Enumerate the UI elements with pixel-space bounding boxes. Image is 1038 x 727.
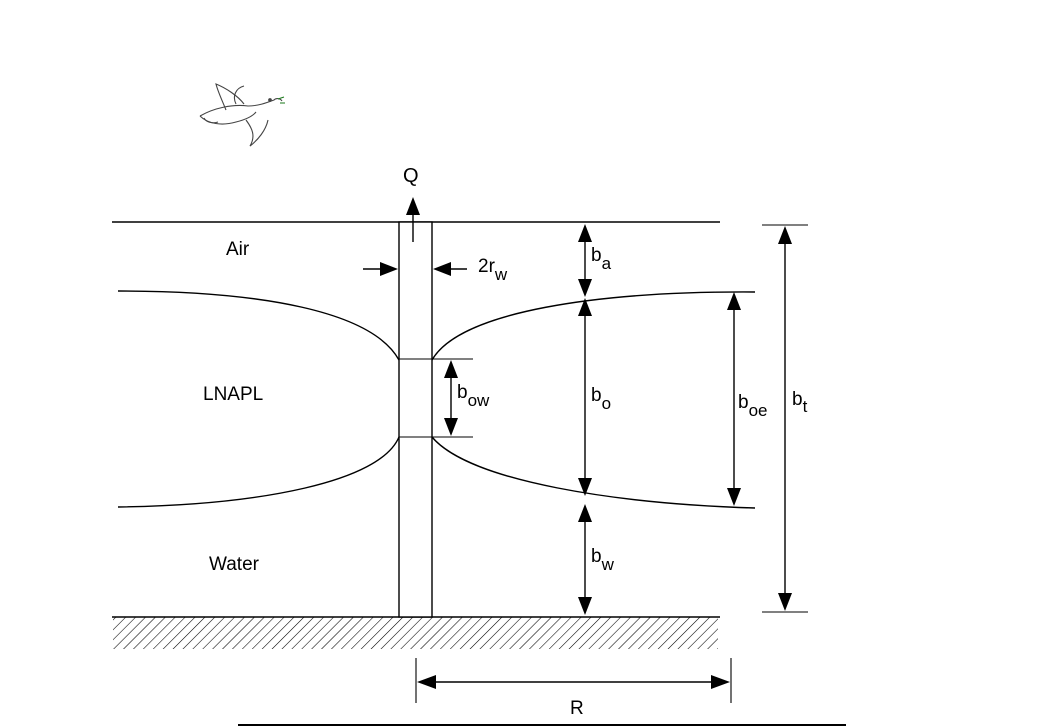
well-diameter-arrows <box>363 262 467 276</box>
lnapl-water-interface-right <box>431 436 756 509</box>
b-w-label: bw <box>591 546 615 574</box>
lnapl-water-interface-left <box>117 436 400 508</box>
radius-label: R <box>570 698 584 719</box>
zone-label-lnapl: LNAPL <box>203 384 263 405</box>
b-t-dimension-arrow <box>762 224 808 613</box>
zone-label-water: Water <box>209 554 260 575</box>
well-diameter-label: 2rw <box>478 256 508 284</box>
b-oe-label: boe <box>738 392 768 420</box>
zone-label-air: Air <box>226 239 250 260</box>
b-ow-dimension-arrow <box>444 360 458 436</box>
pumping-arrow <box>406 197 420 242</box>
b-o-dimension-arrow <box>578 298 592 496</box>
air-lnapl-interface-right <box>431 291 756 361</box>
b-o-label: bo <box>591 385 611 413</box>
b-a-dimension-arrow <box>578 224 592 297</box>
b-ow-label: bow <box>457 382 490 410</box>
b-a-label: ba <box>591 245 612 273</box>
air-lnapl-interface-left <box>117 290 400 361</box>
well-casing <box>398 221 433 618</box>
bird-sketch-icon <box>199 83 285 147</box>
flow-label-q: Q <box>403 165 419 187</box>
ground-hatch <box>113 617 718 649</box>
b-oe-dimension-arrow <box>727 292 741 506</box>
radius-dimension-arrow <box>415 658 732 703</box>
b-t-label: bt <box>792 389 808 416</box>
b-w-dimension-arrow <box>578 504 592 615</box>
